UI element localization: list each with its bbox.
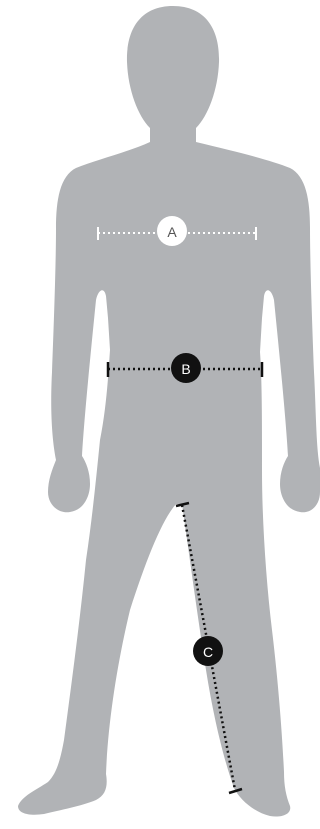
measurement-a-label: A: [167, 224, 177, 240]
measurement-b-label: B: [181, 361, 190, 377]
measurement-c-label: C: [203, 644, 213, 660]
human-silhouette: [18, 6, 320, 817]
